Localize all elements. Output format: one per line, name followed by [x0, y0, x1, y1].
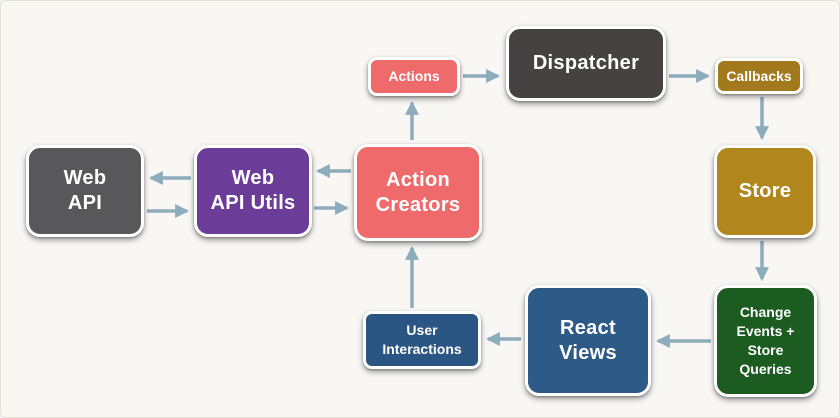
node-dispatcher-label: Dispatcher	[532, 52, 640, 74]
node-user-interactions: User Interactions	[363, 311, 481, 369]
node-store-label: Store	[738, 180, 792, 202]
node-action-creators-label: Action Creators	[375, 168, 461, 216]
node-react-views: React Views	[525, 285, 651, 396]
node-change-events: Change Events + Store Queries	[714, 285, 817, 397]
node-react-views-label: React Views	[559, 316, 617, 364]
node-callbacks: Callbacks	[715, 58, 803, 94]
node-web-api-utils-label: Web API Utils	[210, 167, 296, 214]
node-callbacks-label: Callbacks	[726, 67, 792, 84]
arrow-lines	[147, 69, 769, 348]
node-web-api: Web API	[26, 145, 144, 237]
node-web-api-utils: Web API Utils	[194, 145, 312, 237]
node-store: Store	[714, 145, 816, 238]
node-action-creators: Action Creators	[354, 144, 482, 241]
node-actions: Actions	[368, 57, 460, 96]
node-web-api-label: Web API	[63, 167, 107, 214]
node-change-events-label: Change Events + Store Queries	[736, 304, 795, 377]
node-actions-label: Actions	[388, 68, 440, 85]
node-dispatcher: Dispatcher	[506, 26, 666, 101]
node-user-interactions-label: User Interactions	[382, 322, 462, 357]
